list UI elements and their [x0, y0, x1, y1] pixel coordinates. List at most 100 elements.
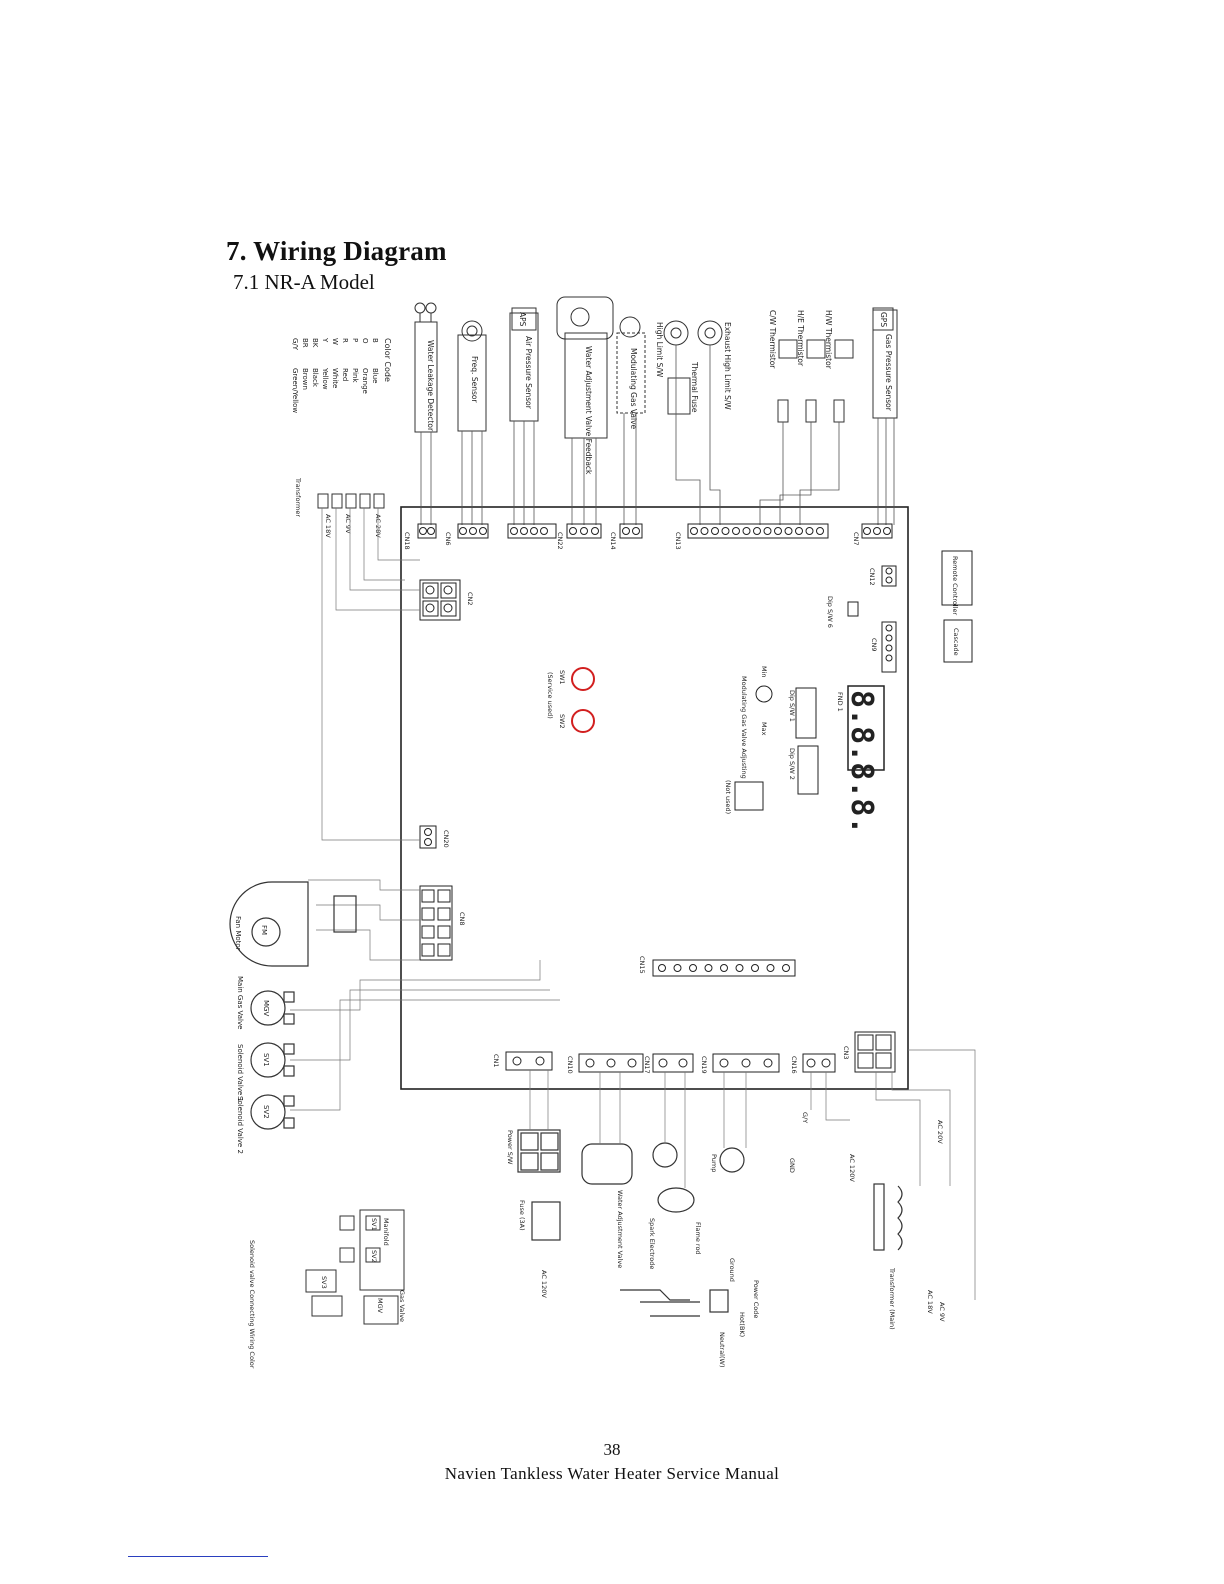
tag-gps: GPS	[879, 312, 888, 327]
connector-pin	[421, 907, 435, 921]
ac18v-label: AC 18V	[926, 1290, 934, 1314]
label-air-pressure-sensor: Air Pressure Sensor	[524, 336, 533, 410]
ac20-label: AC 20V	[936, 1120, 944, 1144]
ground-label: Ground	[728, 1258, 736, 1282]
label-water-adj-feedback: Water Adjustment Valve Feedback	[584, 346, 593, 475]
fnd-label: FND 1	[836, 692, 844, 712]
fan-motor	[229, 881, 357, 967]
top-wires	[420, 345, 895, 525]
cn1-label: CN1	[492, 1054, 500, 1068]
service-switches: SW1 SW2 (Service used)	[546, 667, 595, 733]
top-component-labels: Water Leakage Detector Freq. Sensor Air …	[426, 310, 893, 475]
connector-pin	[763, 527, 772, 535]
cn2-label: CN2	[466, 592, 474, 606]
color-code-name: White	[331, 368, 339, 388]
label-hw-thermistor: H/W Thermistor	[824, 310, 833, 370]
cn9-label: CN9	[870, 638, 878, 652]
inset-sv3: SV3	[320, 1276, 328, 1289]
sw1-button[interactable]	[571, 667, 595, 691]
transformer-main-label: Transformer (Main)	[888, 1267, 896, 1330]
fm-label: FM	[260, 925, 268, 935]
remote-controller-label: Remote Controller	[951, 556, 959, 615]
board-right-top	[847, 550, 973, 673]
connector-pin	[774, 527, 782, 535]
manifold-inset	[305, 1209, 405, 1325]
connector-pin	[421, 943, 435, 957]
seven-seg-display: 8.8.8.8.	[844, 690, 879, 835]
sw2-button[interactable]	[571, 709, 595, 733]
cn2-connector	[419, 579, 461, 621]
modulating-gas-valve-box	[616, 332, 646, 414]
label-modulating-gas-valve: Modulating Gas Valve	[629, 348, 638, 430]
label-thermal-fuse: Thermal Fuse	[690, 361, 699, 413]
connector-pin	[690, 527, 698, 535]
water-leakage-detector-box	[414, 321, 438, 433]
cn8-label: CN8	[458, 912, 466, 926]
connector-pin	[751, 964, 759, 972]
label-high-limit-sw: High Limit S/W	[655, 322, 664, 378]
connector-pin	[732, 527, 740, 535]
color-code-abbr: B	[371, 338, 379, 343]
page-number: 38	[603, 1440, 621, 1459]
neutral-label: Neutral(W)	[718, 1332, 726, 1368]
connector-pin	[704, 964, 713, 972]
main-gas-valve-label: Main Gas Valve	[236, 976, 244, 1029]
min-label: Min	[760, 666, 768, 678]
connector-pin	[689, 964, 697, 972]
color-code-abbr: R	[341, 338, 349, 343]
gas-pressure-sensor-box	[872, 309, 898, 419]
top-components	[414, 296, 898, 439]
color-code-legend: Color Code BBlueOOrangePPinkRRedWWhiteYY…	[291, 337, 392, 413]
connector-pin	[735, 964, 744, 972]
not-used-label: (Not used)	[724, 780, 732, 814]
color-code-name: Yellow	[321, 367, 329, 390]
label-water-leakage-detector: Water Leakage Detector	[426, 340, 435, 432]
connector-pin	[742, 527, 751, 535]
connector-pin	[784, 527, 793, 535]
gnd-label: GND	[788, 1158, 796, 1173]
ac18-label: AC 18V	[324, 514, 332, 538]
cascade-label: Cascade	[952, 628, 960, 656]
cn17-label: CN17	[643, 1056, 651, 1074]
left-transformer	[317, 493, 385, 509]
connector-pin	[795, 527, 803, 535]
color-code-abbr: W	[331, 338, 339, 345]
cn14-label: CN14	[609, 532, 617, 550]
color-code-abbr: Y	[321, 337, 329, 343]
ac120-right-label: AC 120V	[848, 1154, 856, 1182]
power-sw-label: Power S/W	[506, 1130, 514, 1165]
color-code-name: Orange	[361, 368, 369, 394]
color-code-name: Black	[311, 368, 319, 388]
pump-label: Pump	[710, 1154, 718, 1172]
fan-motor-label: Fan Motor	[234, 916, 242, 951]
cn7-label: CN7	[852, 532, 860, 546]
connector-pin	[711, 527, 719, 535]
connector-pin	[782, 964, 790, 972]
modulating-adj-label: Modulating Gas Valve Adjusting	[740, 676, 748, 779]
footer-rule	[128, 1556, 268, 1557]
ac9-label: AC 9V	[344, 514, 352, 534]
inset-sv2: SV2	[370, 1250, 378, 1263]
connector-pin	[437, 907, 451, 921]
connector-pin	[437, 943, 451, 957]
power-code-label: Power Code	[752, 1280, 760, 1318]
color-code-abbr: BR	[301, 338, 309, 348]
spark-electrode-label: Spark Electrode	[648, 1218, 656, 1269]
inset-mgv: MGV	[376, 1298, 384, 1314]
cn10-label: CN10	[566, 1056, 574, 1074]
max-label: Max	[760, 722, 768, 736]
mgv-label: MGV	[262, 1000, 270, 1016]
subsection-title: 7.1 NR-A Model	[233, 270, 375, 294]
bottom-components	[517, 1129, 903, 1317]
sv2-label: SV2	[262, 1105, 270, 1119]
connector-pin	[766, 964, 775, 972]
label-freq-sensor: Freq. Sensor	[470, 356, 479, 403]
connector-pin	[805, 527, 814, 535]
cn19-label: CN19	[700, 1056, 708, 1074]
valves-left	[250, 990, 295, 1130]
label-gas-pressure-sensor: Gas Pressure Sensor	[884, 334, 893, 412]
left-wires	[290, 508, 560, 1111]
color-code-abbr: O	[361, 338, 369, 344]
gas-valve-label: Gas Valve	[398, 1290, 406, 1322]
